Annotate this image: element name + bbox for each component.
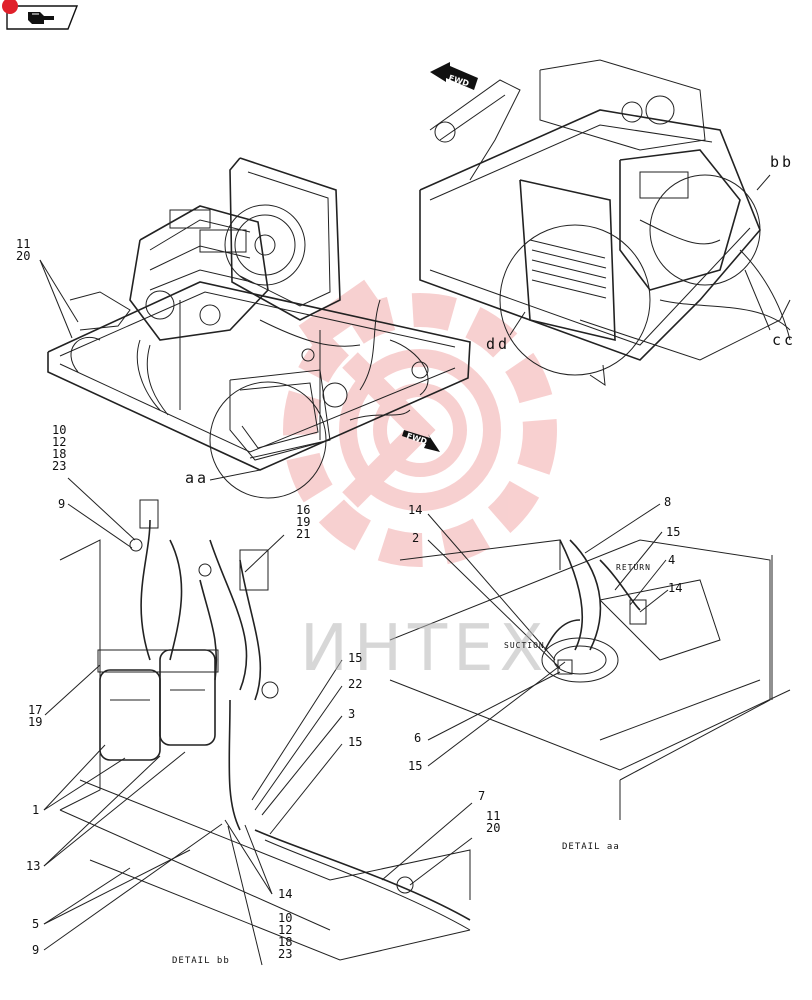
suction-label: SUCTION	[504, 641, 545, 650]
hand-pointer-icon	[28, 12, 54, 24]
back-button-frame	[6, 5, 79, 30]
engine-frame-assembly	[39, 157, 471, 499]
callout-10-12-18-23: 10 12 18 23	[52, 423, 67, 473]
callout-6: 6	[414, 731, 422, 745]
notification-badge	[2, 0, 18, 14]
callout-15: 15	[348, 651, 363, 665]
callout-16-19-21: 16 19 21	[296, 503, 311, 541]
detail-bb-fuel-filters	[43, 477, 473, 966]
back-button[interactable]	[2, 0, 79, 30]
callout-11-20-bottom: 11 20	[486, 809, 501, 835]
callout-1: 1	[32, 803, 40, 817]
view-label-dd: dd	[486, 335, 511, 353]
callout-14-aa: 14	[408, 503, 423, 517]
watermark-gear-icon	[283, 279, 557, 567]
detail-title-aa: DETAIL aa	[562, 842, 620, 852]
fwd-arrow-icon: FWD	[430, 62, 478, 90]
callout-11-20: 11 20	[16, 237, 31, 263]
callout-15-b: 15	[348, 735, 363, 749]
detail-aa-tank	[389, 503, 791, 820]
callout-14: 14	[278, 887, 293, 901]
callout-2: 2	[412, 531, 420, 545]
return-label: RETURN	[616, 563, 651, 572]
callout-14-aa-b: 14	[668, 581, 683, 595]
callout-4: 4	[668, 553, 676, 567]
callout-7: 7	[478, 789, 486, 803]
detail-title-bb: DETAIL bb	[172, 956, 230, 966]
callout-15-aa-b: 15	[408, 759, 423, 773]
view-label-cc: cc	[772, 331, 797, 349]
view-label-aa: aa	[185, 469, 210, 487]
callout-22: 22	[348, 677, 363, 691]
callout-9-bottom: 9	[32, 943, 40, 957]
callout-9: 9	[58, 497, 66, 511]
callout-5: 5	[32, 917, 40, 931]
view-label-bb: bb	[770, 153, 795, 171]
callout-13: 13	[26, 859, 41, 873]
callout-10-12-18-23-bottom: 10 12 18 23	[278, 911, 293, 961]
upper-structure-assembly	[419, 59, 791, 387]
callout-15-aa: 15	[666, 525, 681, 539]
watermark-text: ИНТЕХ	[300, 612, 550, 686]
callout-17-19: 17 19	[28, 703, 43, 729]
callout-8: 8	[664, 495, 672, 509]
callout-3: 3	[348, 707, 356, 721]
